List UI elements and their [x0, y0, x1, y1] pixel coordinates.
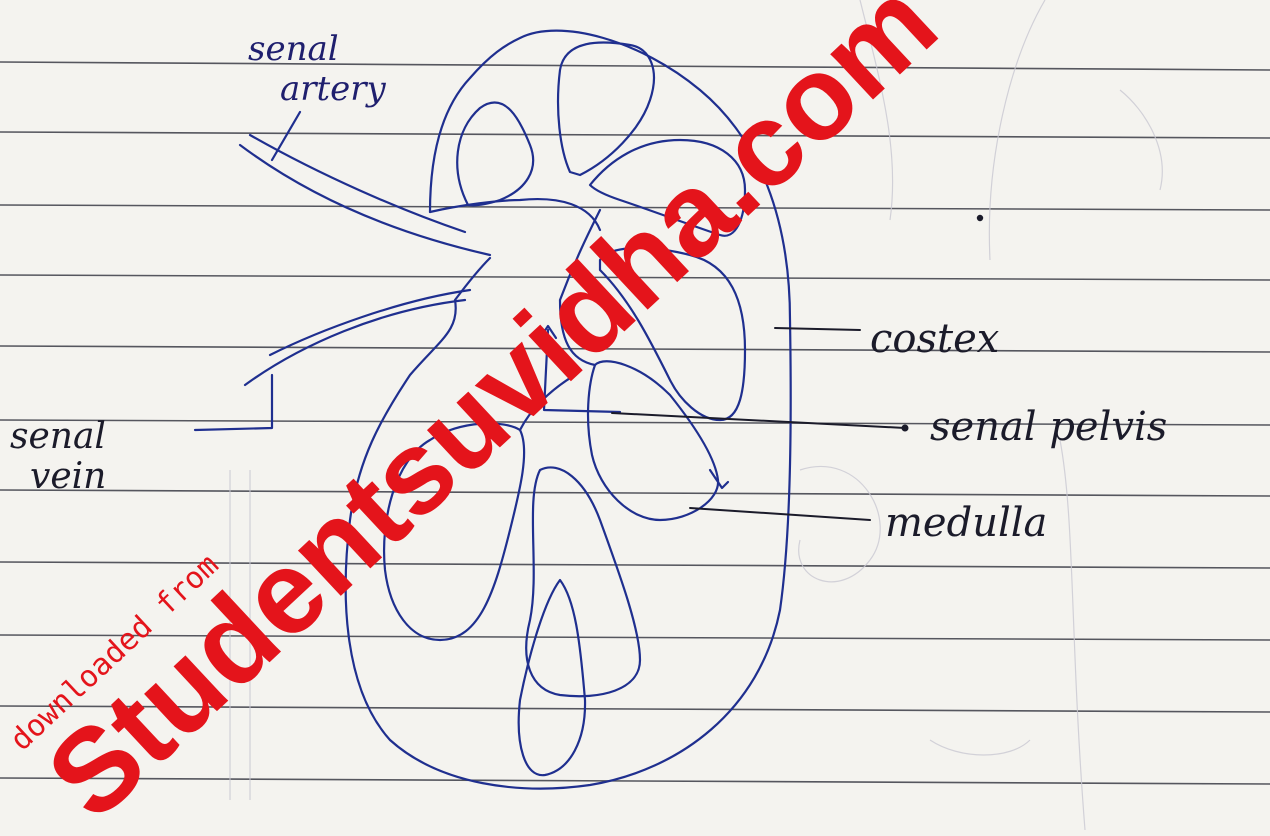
renal-artery-line: [240, 135, 490, 255]
pyramid-6: [526, 467, 640, 696]
medulla-label: medulla: [885, 500, 1047, 546]
pyramid-8: [519, 580, 585, 775]
renal-artery-label-line1: senal: [248, 29, 339, 69]
pyramid-2: [558, 43, 654, 175]
renal-vein-label-line2: vein: [30, 456, 106, 497]
renal-pelvis-label: senal pelvis: [930, 404, 1167, 450]
pyramid-1: [457, 103, 533, 206]
pyramid-5: [588, 361, 718, 520]
cortex-label: costex: [870, 316, 999, 362]
renal-vein-label-line1: senal: [10, 416, 106, 457]
renal-artery-label-line2: artery: [280, 69, 387, 109]
